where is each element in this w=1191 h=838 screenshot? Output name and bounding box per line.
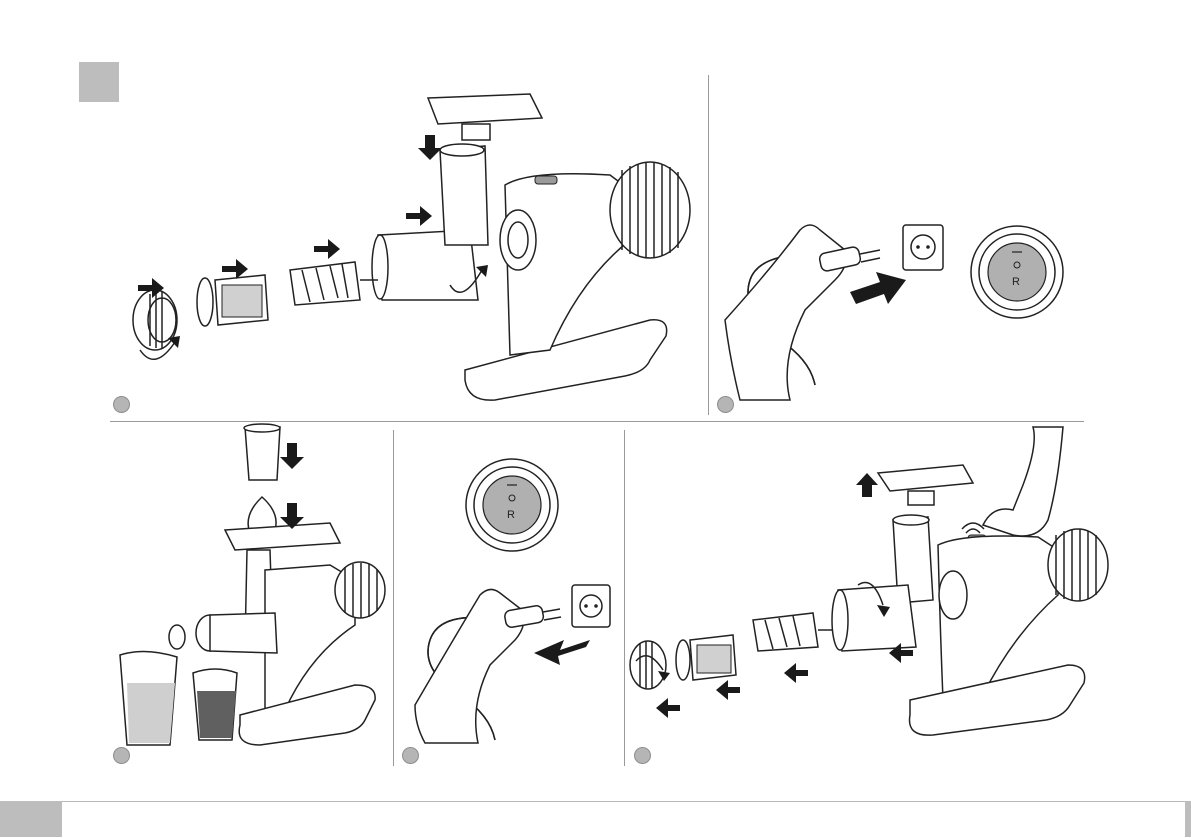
divider-vertical-top [708, 75, 709, 415]
juicer-assembly-illustration [110, 80, 690, 410]
mode-knob-illustration: R [967, 222, 1067, 322]
footer-edge-marker [1185, 801, 1191, 837]
juicing-illustration [115, 425, 390, 750]
page-tab [0, 801, 62, 837]
divider-vertical-bottom-right [624, 430, 625, 766]
mode-knob-illustration-2: R [466, 459, 558, 551]
panel-dot-unplug [402, 747, 419, 764]
knob-label: R [1012, 276, 1020, 288]
juicer-disassembly-illustration [628, 425, 1188, 745]
footer-bar [0, 801, 1191, 838]
knob-label-2: R [507, 509, 515, 521]
divider-vertical-bottom-left [393, 430, 394, 766]
unplug-illustration: R [410, 425, 620, 745]
panel-dot-disassembly [634, 747, 651, 764]
divider-horizontal [110, 421, 1084, 422]
